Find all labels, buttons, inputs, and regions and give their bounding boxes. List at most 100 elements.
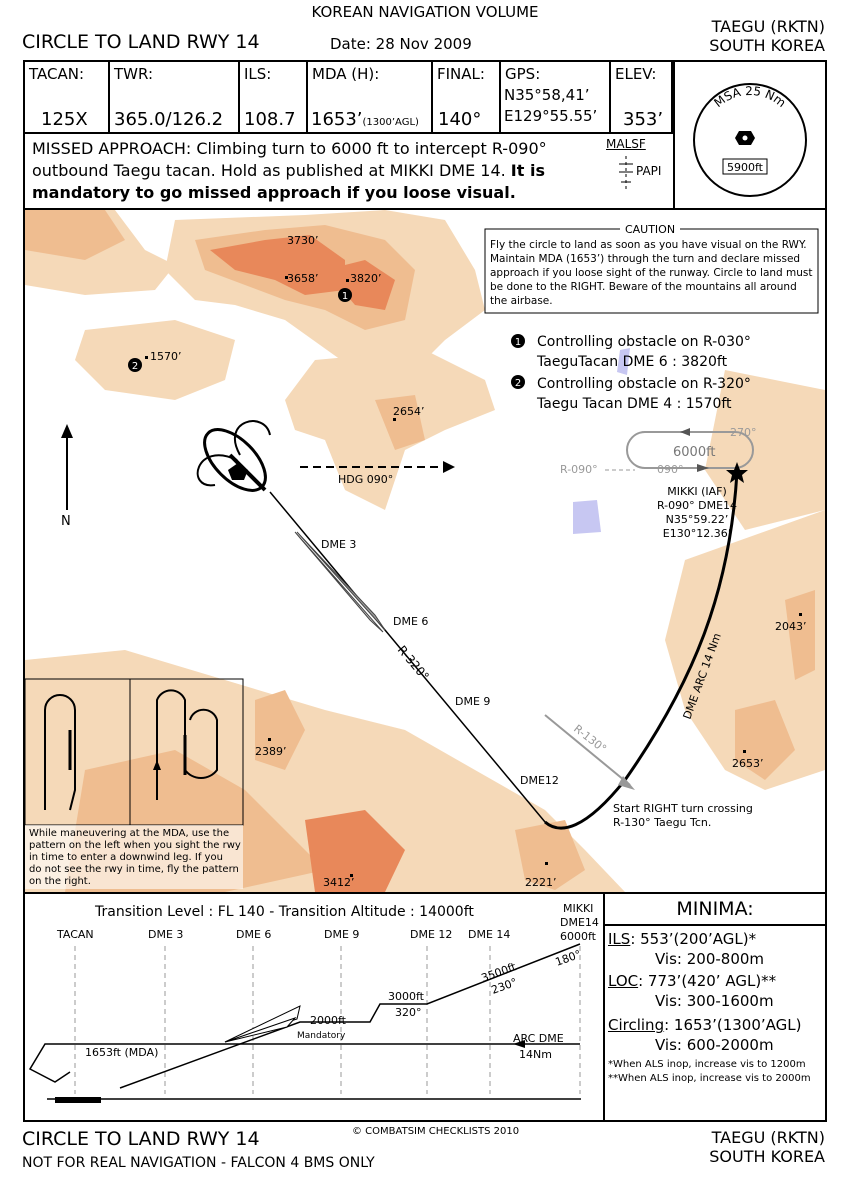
svg-text:While maneuvering at the MDA,: While maneuvering at the MDA, use the	[29, 828, 229, 839]
elev-3820: 3820’	[350, 272, 382, 285]
footer-airport-name: TAEGU (RKTN)	[711, 1128, 825, 1147]
elev-1570: 1570’	[150, 350, 182, 363]
gps-lat: N35°58,41’	[504, 86, 590, 104]
footer-country: SOUTH KOREA	[709, 1147, 825, 1166]
info-row: TACAN: 125X TWR: 365.0/126.2 ILS: 108.7 …	[25, 62, 673, 132]
footer-copyright: © COMBATSIM CHECKLISTS 2010	[352, 1126, 520, 1137]
svg-text:Controlling obstacle on R-320°: Controlling obstacle on R-320°	[537, 376, 751, 392]
tacan-label: TACAN:	[29, 65, 85, 83]
svg-text:Taegu Tacan DME 4 : 1570ft: Taegu Tacan DME 4 : 1570ft	[536, 396, 732, 412]
footer-disclaimer: NOT FOR REAL NAVIGATION - FALCON 4 BMS O…	[22, 1155, 375, 1171]
obstacle-1-marker	[338, 288, 352, 302]
info-divider	[25, 132, 673, 134]
elev-value: 353’	[623, 109, 664, 130]
ils-cell: ILS: 108.7	[240, 62, 308, 132]
svg-text:6000ft: 6000ft	[673, 445, 716, 460]
mikki-star-icon	[726, 462, 748, 483]
elevations: 3730’ 3658’ 3820’ 1570’ 2654’ 2043’ 2389…	[150, 234, 807, 889]
svg-text:2: 2	[132, 361, 138, 372]
svg-text:N: N	[61, 514, 71, 529]
start-turn-2: R-130° Taegu Tcn.	[613, 816, 711, 829]
plan-view-map: CAUTION Fly the circle to land as soon a…	[25, 210, 825, 892]
minima-note-2: **When ALS inop, increase vis to 2000m	[608, 1073, 811, 1084]
mda-value: 1653’	[311, 109, 363, 130]
final-value: 140°	[438, 109, 482, 130]
map-bottom-divider	[25, 892, 825, 894]
elev-2043: 2043’	[775, 620, 807, 633]
approach-course	[269, 491, 546, 823]
minima-circling-vis: Vis: 600-2000m	[655, 1036, 774, 1054]
svg-text:MIKKI (IAF): MIKKI (IAF)	[667, 485, 727, 498]
svg-text:DME 6: DME 6	[236, 928, 271, 941]
footer-title: CIRCLE TO LAND RWY 14	[22, 1128, 260, 1150]
svg-text:3000ft: 3000ft	[388, 990, 425, 1003]
mikki-info: MIKKI (IAF) R-090° DME14 N35°59.22’ E130…	[657, 485, 737, 540]
caution-line-2: Maintain MDA (1653’) through the turn an…	[490, 253, 800, 265]
caution-line-5: the airbase.	[490, 295, 553, 307]
elev-3730: 3730’	[287, 234, 319, 247]
airport-tacan-icon	[228, 463, 248, 480]
svg-text:N35°59.22’: N35°59.22’	[666, 513, 729, 526]
svg-text:pattern on the left when you s: pattern on the left when you sight the r…	[29, 840, 241, 851]
caution-line-3: approach if you loose sight of the runwa…	[490, 267, 813, 279]
svg-text:MIKKI: MIKKI	[563, 902, 593, 915]
svg-text:2000ft: 2000ft	[310, 1014, 347, 1027]
svg-text:on the right.: on the right.	[29, 876, 91, 887]
msa-alt-box	[722, 158, 768, 175]
chart-date: Date: 28 Nov 2009	[330, 35, 472, 53]
svg-text:320°: 320°	[395, 1006, 422, 1019]
svg-text:E130°12.36’: E130°12.36’	[663, 527, 731, 540]
elev-2221: 2221’	[525, 876, 557, 889]
obstacle-note-2: 2 Controlling obstacle on R-320° Taegu T…	[511, 375, 751, 412]
svg-text:DME14: DME14	[560, 916, 599, 929]
r320-label: R-320°	[395, 643, 432, 683]
hdg-label: HDG 090°	[338, 473, 393, 486]
chart-frame	[23, 60, 827, 1122]
papi-label: PAPI	[636, 164, 662, 178]
svg-text:14Nm: 14Nm	[519, 1048, 552, 1061]
r130-label: R-130°	[571, 722, 609, 755]
minima-loc-vis: Vis: 300-1600m	[655, 992, 774, 1010]
msa-label: MSA 25 Nm	[711, 84, 788, 110]
minima-box: MINIMA: ILS: 553’(200’AGL)* Vis: 200-800…	[603, 894, 825, 1120]
lighting-box: MALSF PAPI	[596, 134, 673, 208]
elev-cell: ELEV: 353’	[611, 62, 673, 132]
dme9-label: DME 9	[455, 695, 490, 708]
chart-title: CIRCLE TO LAND RWY 14	[22, 31, 260, 53]
caution-title: CAUTION	[625, 223, 675, 236]
gps-lon: E129°55.55’	[504, 107, 598, 125]
dme-arc	[544, 471, 739, 830]
minima-circling: Circling: 1653’(1300’AGL)	[608, 1016, 802, 1034]
minima-ils-vis: Vis: 200-800m	[655, 950, 765, 968]
minima-loc: LOC: 773’(420’ AGL)**	[608, 972, 777, 990]
svg-text:TACAN: TACAN	[56, 928, 94, 941]
twr-cell: TWR: 365.0/126.2	[110, 62, 240, 132]
caution-line-4: be done to the RIGHT. Beware of the moun…	[490, 281, 797, 293]
transition-level: Transition Level : FL 140 - Transition A…	[94, 904, 474, 920]
twr-label: TWR:	[114, 65, 154, 83]
dme6-label: DME 6	[393, 615, 428, 628]
missed-approach: MISSED APPROACH: Climbing turn to 6000 f…	[32, 138, 592, 204]
profile-view: Transition Level : FL 140 - Transition A…	[28, 902, 599, 1103]
svg-text:do not see the rwy in time, fl: do not see the rwy in time, fly the patt…	[29, 864, 239, 875]
airport-circling	[196, 420, 271, 492]
svg-text:6000ft: 6000ft	[560, 930, 597, 943]
caution-box	[484, 228, 819, 314]
lighting-icon	[619, 156, 633, 192]
svg-text:1: 1	[515, 337, 521, 348]
svg-text:180°: 180°	[554, 948, 583, 969]
minima-ils: ILS: 553’(200’AGL)*	[608, 930, 757, 948]
runway-bar	[55, 1097, 101, 1103]
tacan-icon	[735, 131, 755, 145]
gps-label: GPS:	[505, 65, 541, 83]
profile-fix-lines	[74, 946, 581, 1094]
svg-text:ARC DME: ARC DME	[513, 1032, 564, 1045]
svg-text:Mandatory: Mandatory	[297, 1031, 346, 1041]
dme12-label: DME12	[520, 774, 559, 787]
north-arrow: N	[61, 424, 73, 529]
svg-text:DME 12: DME 12	[410, 928, 452, 941]
tacan-cell: TACAN: 125X	[25, 62, 110, 132]
svg-text:DME 14: DME 14	[468, 928, 510, 941]
mda-cell: MDA (H): 1653’(1300’AGL)	[308, 62, 433, 132]
msa-diagram: MSA 25 Nm 5900ft	[693, 83, 807, 197]
